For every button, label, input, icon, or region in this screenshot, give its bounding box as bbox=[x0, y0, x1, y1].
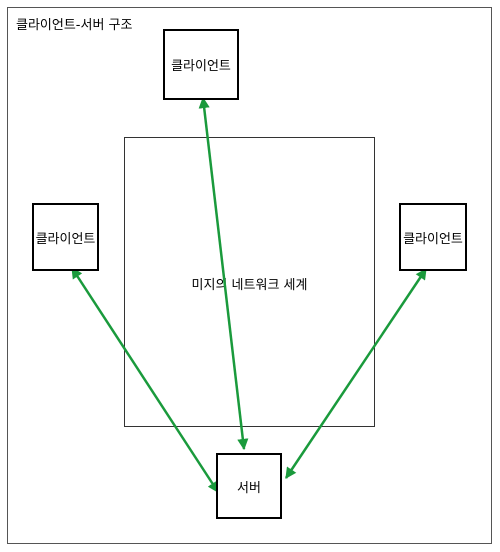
arrow-server-client-left bbox=[70, 267, 220, 493]
arrow-server-client-right bbox=[284, 268, 428, 479]
arrow-server-client-top bbox=[198, 96, 249, 451]
client-node-left: 클라이언트 bbox=[32, 203, 99, 271]
client-node-top: 클라이언트 bbox=[163, 29, 239, 100]
diagram-frame bbox=[7, 7, 492, 544]
diagram-title: 클라이언트-서버 구조 bbox=[16, 18, 133, 33]
client-node-right: 클라이언트 bbox=[399, 203, 467, 271]
server-node: 서버 bbox=[216, 453, 282, 519]
